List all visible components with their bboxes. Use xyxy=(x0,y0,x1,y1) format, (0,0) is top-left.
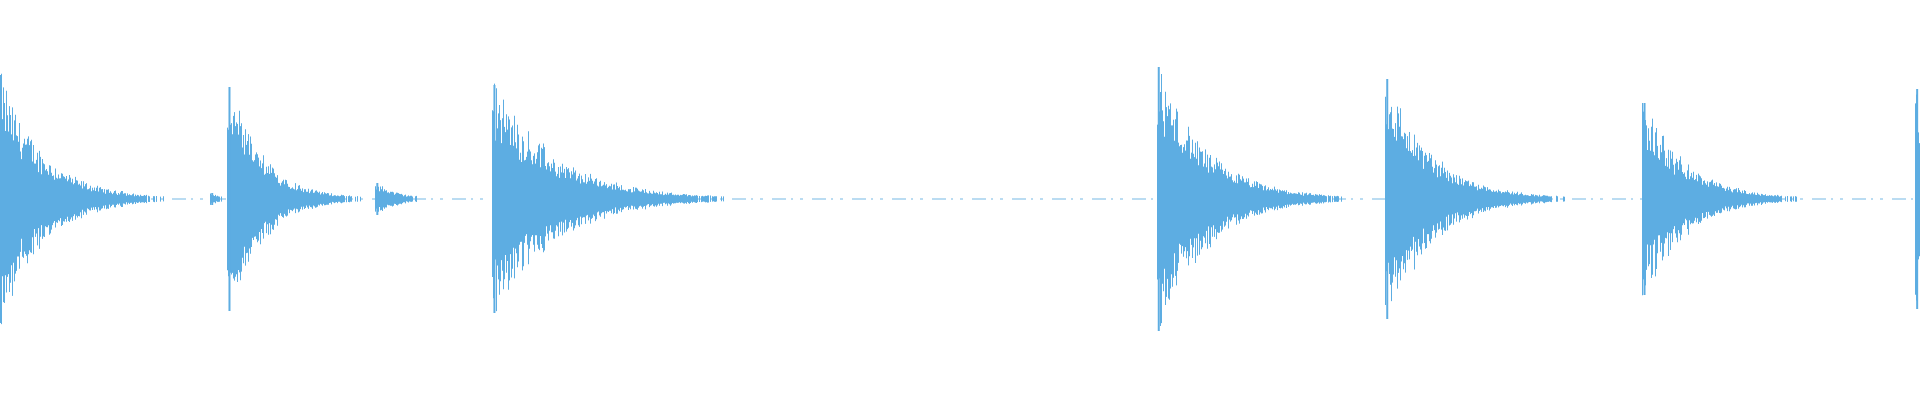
waveform-burst-6 xyxy=(493,85,496,313)
waveform-burst-7 xyxy=(1157,67,1160,331)
waveform-burst-9 xyxy=(1643,103,1646,295)
waveform-burst-3 xyxy=(211,193,214,205)
waveform-signal xyxy=(0,73,1920,326)
waveform-burst-10 xyxy=(1916,89,1919,309)
waveform-burst-5 xyxy=(376,183,379,215)
waveform-burst-1 xyxy=(0,75,2,323)
waveform-burst-4 xyxy=(228,87,231,311)
waveform-burst-8 xyxy=(1386,79,1389,319)
waveform-burst-2 xyxy=(120,191,123,207)
